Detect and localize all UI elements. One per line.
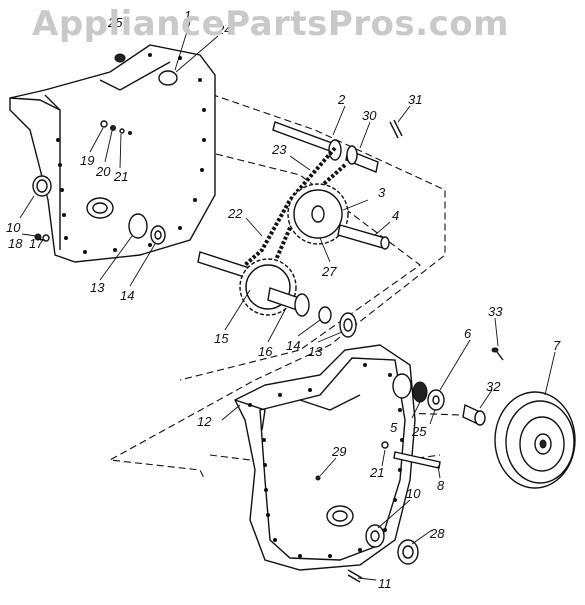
watermark: AppliancePartsPros.com	[32, 4, 510, 44]
upper-gear-housing	[9, 44, 216, 263]
callout-28: 28	[429, 526, 445, 541]
callout-29: 29	[331, 444, 346, 459]
callout-16: 16	[258, 344, 273, 359]
callout-20: 20	[95, 164, 111, 179]
callout-25-lower: 25	[411, 424, 427, 439]
callout-labels: 1 2 3 4 5 6 7 8 10 10 11 12 13 13 14 14 …	[6, 8, 561, 591]
callout-10-lower: 10	[406, 486, 421, 501]
callout-32: 32	[486, 379, 501, 394]
callout-25-upper: 25	[107, 15, 123, 30]
callout-27: 27	[321, 264, 337, 279]
callout-11: 11	[378, 576, 392, 591]
callout-14-lower: 14	[286, 338, 300, 353]
lower-gear-housing	[234, 344, 416, 571]
callout-31: 31	[408, 92, 422, 107]
callout-4: 4	[392, 208, 399, 223]
callout-19: 19	[80, 153, 94, 168]
callout-5: 5	[390, 420, 398, 435]
left-hardware	[32, 120, 132, 242]
callout-21-lower: 21	[369, 465, 384, 480]
drive-pulley	[494, 391, 576, 489]
callout-23: 23	[271, 142, 287, 157]
upper-shaft-and-sprocket	[272, 119, 403, 173]
callout-13-upper: 13	[90, 280, 105, 295]
callout-12: 12	[197, 414, 212, 429]
callout-17: 17	[29, 236, 44, 251]
callout-7: 7	[553, 338, 561, 353]
large-sprocket	[287, 183, 390, 250]
callout-10-upper: 10	[6, 220, 21, 235]
lower-shaft-and-sprocket	[128, 213, 357, 338]
pulley-hardware	[315, 347, 504, 583]
callout-30: 30	[362, 108, 377, 123]
callout-8: 8	[437, 478, 445, 493]
callout-13-lower: 13	[308, 344, 323, 359]
callout-14-upper: 14	[120, 288, 134, 303]
callout-1: 1	[184, 8, 191, 23]
leader-lines	[19, 21, 556, 581]
callout-33: 33	[488, 304, 503, 319]
callout-18: 18	[8, 236, 23, 251]
callout-22: 22	[227, 206, 243, 221]
callout-15: 15	[214, 331, 229, 346]
callout-21-upper: 21	[113, 169, 128, 184]
callout-3: 3	[378, 185, 386, 200]
callout-6: 6	[464, 326, 472, 341]
callout-2: 2	[337, 92, 346, 107]
callout-24: 24	[216, 22, 231, 37]
